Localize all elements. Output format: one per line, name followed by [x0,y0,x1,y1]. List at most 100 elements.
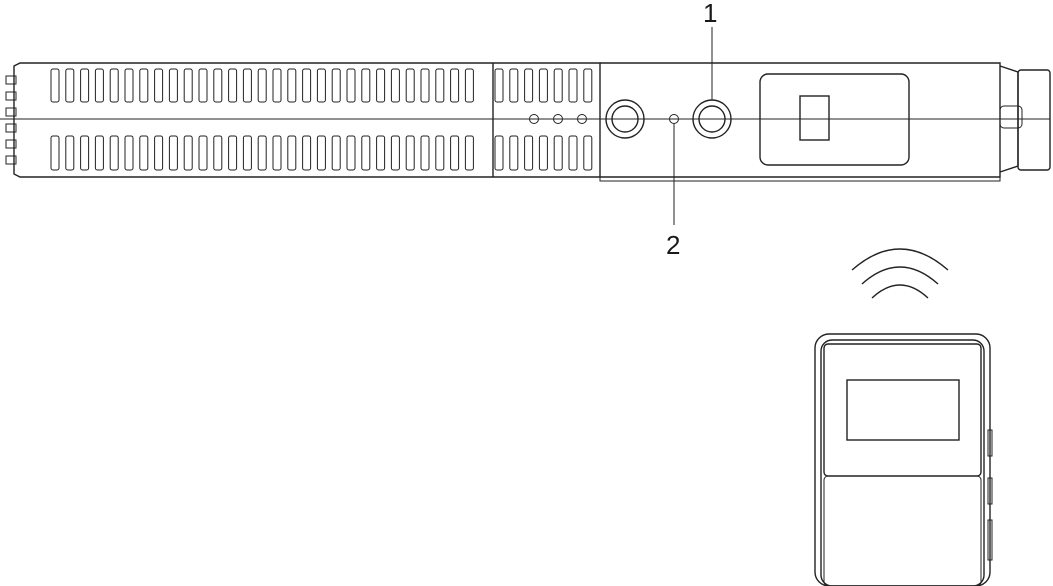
mic-slot [450,68,460,103]
mic-slot [287,68,297,103]
wireless-signal-icon [851,248,949,299]
mic-slot [435,135,445,171]
mic-slot [154,68,164,103]
mic-body-outline [13,62,601,178]
mic-slot [553,135,563,171]
mic-slot [420,135,430,171]
mic-slot [213,135,223,171]
mic-slot [509,135,519,171]
mic-slot [109,135,119,171]
mic-panel-window [799,95,830,141]
receiver-side-button-2[interactable] [987,477,993,505]
mic-connector [999,105,1023,129]
mic-slot [538,68,548,103]
mic-bottom-rail [599,177,1001,182]
mic-slot [405,135,415,171]
mic-slot [538,135,548,171]
mic-slot [331,68,341,103]
mic-slot [390,135,400,171]
mic-slot [316,68,326,103]
receiver-lower-panel [823,475,982,586]
mic-slot [494,68,504,103]
mic-slot [553,68,563,103]
mic-slot [257,135,267,171]
indicator-led-3 [577,114,587,124]
callout-1: 1 [703,0,717,100]
mic-slot [287,135,297,171]
indicator-led-power [669,114,679,124]
mic-button-left[interactable] [605,99,645,139]
mic-slot [272,135,282,171]
callout-2-label: 2 [666,230,680,260]
mic-slot [494,135,504,171]
mic-slot [80,135,90,171]
mic-slot [168,68,178,103]
mic-slot [361,135,371,171]
mic-slot [376,135,386,171]
mic-slot [390,68,400,103]
mic-slot [94,135,104,171]
mic-slot [435,68,445,103]
mic-slot [242,135,252,171]
mic-slot [464,68,474,103]
mic-slot [168,135,178,171]
mic-slot [124,135,134,171]
mic-slot [65,135,75,171]
mic-slot [316,135,326,171]
mic-slot [272,68,282,103]
mic-slot [139,68,149,103]
mic-slot [228,135,238,171]
mic-slot [65,68,75,103]
mic-slot [450,135,460,171]
mic-slot [80,68,90,103]
mic-slot [583,68,593,103]
mic-slot [346,135,356,171]
mic-front-grille [5,75,17,165]
mic-panel [759,73,910,166]
receiver-side-button-1[interactable] [987,429,993,457]
receiver-screen [846,379,960,441]
mic-slot [183,68,193,103]
callout-2: 2 [666,124,680,260]
mic-slot [331,135,341,171]
mic-slot [361,68,371,103]
mic-slot [302,68,312,103]
receiver-outer-shell [814,333,991,586]
receiver-inner-shell [820,339,985,586]
mic-slot [94,68,104,103]
mic-slot [183,135,193,171]
indicator-led-2 [553,114,563,124]
mic-slot [50,135,60,171]
mic-slot [139,135,149,171]
mic-slot [509,68,519,103]
mic-slot [568,68,578,103]
mic-slot [124,68,134,103]
mic-slot [583,135,593,171]
mic-slot [464,135,474,171]
mic-slot [228,68,238,103]
indicator-led-1 [529,114,539,124]
mic-slot [302,135,312,171]
mic-slot [198,68,208,103]
mic-interference-slots [50,68,593,171]
mic-slot [109,68,119,103]
mic-slot [154,135,164,171]
mic-slot [568,135,578,171]
shotgun-microphone-icon [0,62,1051,182]
wireless-receiver-icon [814,333,993,586]
mic-slot [257,68,267,103]
callout-1-label: 1 [703,0,717,28]
receiver-side-button-3[interactable] [987,519,993,561]
mic-slot [376,68,386,103]
mic-slot [405,68,415,103]
mic-end-cap [1017,69,1051,171]
mic-slot [198,135,208,171]
mic-slot [346,68,356,103]
mic-slot [524,135,534,171]
mic-slot [420,68,430,103]
mic-slot [213,68,223,103]
mic-slot [524,68,534,103]
mic-slot [242,68,252,103]
mic-slot [50,68,60,103]
